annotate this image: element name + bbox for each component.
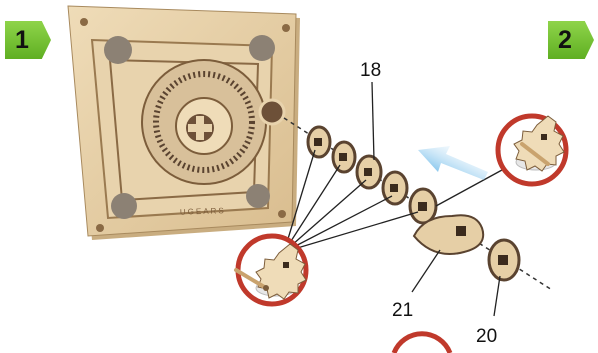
step-badge-1: 1	[5, 21, 51, 59]
part-label-18: 18	[360, 60, 381, 82]
disc-part	[308, 127, 330, 157]
disc-part-20	[489, 240, 519, 280]
part-label-21: 21	[392, 300, 413, 322]
disc-part	[410, 189, 436, 223]
next-callout-partial	[394, 334, 450, 353]
corner-gear-icon	[111, 193, 137, 219]
glue-callout-right	[498, 116, 566, 184]
corner-gear-icon	[246, 184, 270, 208]
step-badge-2: 2	[548, 21, 594, 59]
panel-brand: UGEARS	[180, 206, 226, 217]
part-label-20: 20	[476, 326, 497, 348]
disc-part	[333, 142, 355, 172]
glue-callout-left	[236, 236, 306, 304]
wooden-panel: UGEARS	[68, 6, 300, 240]
corner-gear-icon	[249, 35, 275, 61]
step-number: 2	[558, 26, 572, 55]
corner-gear-icon	[104, 36, 132, 64]
disc-part-18	[357, 156, 381, 188]
insert-direction-arrow	[418, 146, 488, 180]
step-number: 1	[15, 26, 29, 55]
